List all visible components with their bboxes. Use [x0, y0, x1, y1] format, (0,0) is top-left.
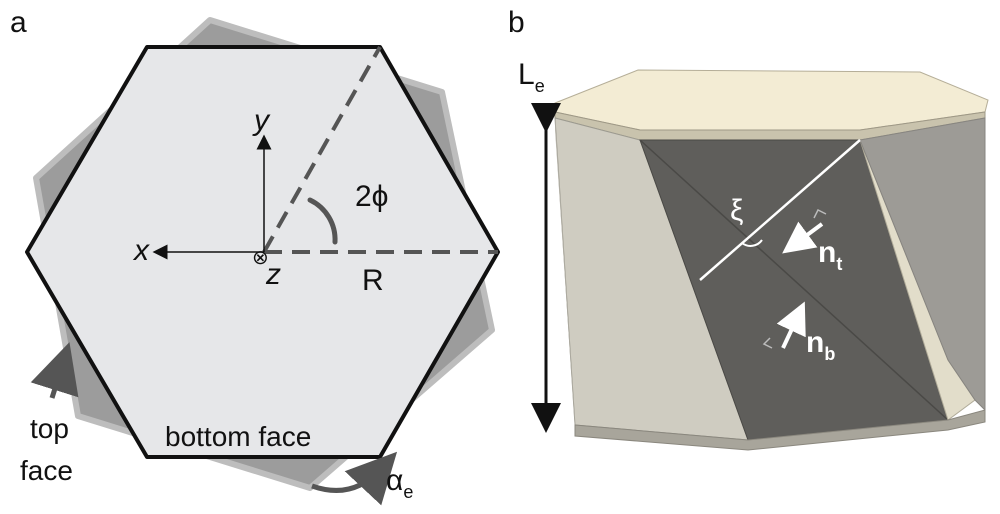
axis-x-label: x — [132, 234, 150, 267]
top-face-label-line2: face — [20, 455, 73, 486]
panel-a-label: a — [10, 6, 27, 39]
vertex-dashed-line — [262, 46, 382, 253]
angle-label: 2ϕ — [355, 180, 389, 213]
xi-arc — [741, 239, 763, 247]
nt-right-angle-mark — [813, 208, 827, 219]
radius-label: R — [362, 264, 384, 297]
nt-arrow — [782, 221, 824, 254]
panel-b: b ξ nt nb Le — [508, 6, 989, 451]
face-crossing-line — [699, 139, 861, 281]
panel-b-label: b — [508, 6, 525, 39]
z-marker: ⊗ — [252, 247, 269, 269]
length-label: Le — [518, 58, 545, 96]
prism-bottom-rim — [574, 409, 986, 451]
prism-right-face — [859, 117, 986, 412]
top-face-pointer-arrow — [30, 342, 79, 399]
axis-y-label: y — [252, 104, 271, 137]
axis-z-label: z — [265, 258, 281, 291]
xi-label: ξ — [730, 194, 743, 227]
top-face-label-line1: top — [30, 413, 69, 444]
nb-arrow — [776, 301, 806, 349]
twist-angle-arrow — [311, 451, 398, 506]
panel-a: a y x ⊗ z 2ϕ R bottom face top face αe — [10, 6, 500, 506]
nt-label: nt — [818, 236, 842, 274]
angle-arc — [307, 197, 338, 245]
bottom-face-label: bottom face — [165, 421, 311, 452]
nb-label: nb — [806, 326, 835, 364]
dark-face-diagonal — [639, 139, 949, 421]
twist-angle-label: αe — [386, 464, 413, 502]
nb-right-angle-mark — [762, 337, 773, 349]
